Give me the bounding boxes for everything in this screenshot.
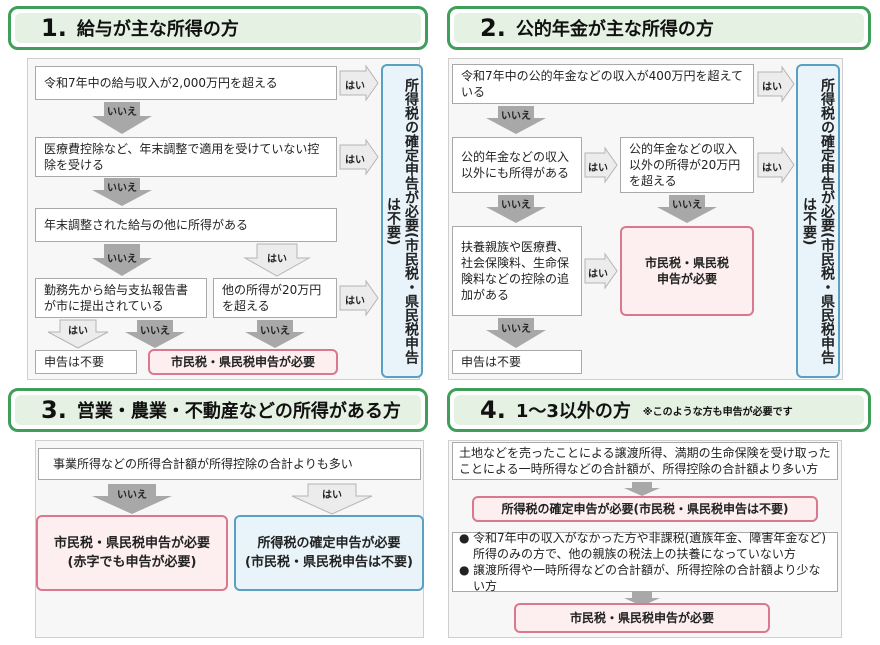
s1-result-none: 申告は不要 <box>35 350 137 374</box>
s1-no-arrow-3 <box>92 244 152 276</box>
s4-bullet-1: ●令和7年中の収入がなかった方や非課税(遺族年金、障害年金など)所得のみの方で、… <box>459 531 827 561</box>
s1-question-2: 医療費控除など、年末調整で適用を受けていない控除を受ける <box>35 137 337 177</box>
s2-result-city: 市民税・県民税申告が必要 <box>620 226 754 316</box>
s3-question-1: 事業所得などの所得合計額が所得控除の合計よりも多い <box>38 448 421 480</box>
s1-no-label-2: いいえ <box>107 183 137 194</box>
section2-title: 公的年金が主な所得の方 <box>515 19 714 40</box>
s2-yes-arrow-2 <box>584 146 618 184</box>
s1-question-3: 年末調整された給与の他に所得がある <box>35 208 337 242</box>
s4-bullets: ●令和7年中の収入がなかった方や非課税(遺族年金、障害年金など)所得のみの方で、… <box>452 531 838 593</box>
s1-yes-arrow-4 <box>47 319 109 349</box>
section2-header: 2. 公的年金が主な所得の方 <box>447 6 871 50</box>
s3-yes-arrow <box>291 483 373 515</box>
s2-no-arrow-4 <box>486 318 546 348</box>
s1-yes-label-1: はい <box>345 81 365 92</box>
section3-number: 3. <box>41 396 67 424</box>
s2-no-label-3: いいえ <box>672 200 702 211</box>
s2-no-label-2: いいえ <box>501 200 531 211</box>
s1-yes-label-4: はい <box>68 326 88 337</box>
s2-question-3: 公的年金などの収入以外の所得が20万円を超える <box>620 137 754 193</box>
s3-no-label: いいえ <box>117 490 147 501</box>
s4-bullet-2: ●譲渡所得や一時所得などの合計額が、所得控除の合計額より少ない方 <box>459 563 821 593</box>
bullet-dot-icon: ● <box>459 563 470 577</box>
s2-yes-arrow-4 <box>584 252 618 290</box>
s2-yes-arrow-1 <box>757 65 795 103</box>
s1-no-label-5: いいえ <box>260 326 290 337</box>
s1-yes-arrow-3 <box>243 243 311 277</box>
section3-header: 3. 営業・農業・不動産などの所得がある方 <box>8 388 428 432</box>
s2-result-none: 申告は不要 <box>452 350 582 374</box>
s1-no-arrow-2 <box>92 178 152 206</box>
s1-yes-label-5: はい <box>345 296 365 307</box>
s3-result-city: 市民税・県民税申告が必要(赤字でも申告が必要) <box>36 515 228 591</box>
s1-yes-label-2: はい <box>345 155 365 166</box>
s1-result-city: 市民税・県民税申告が必要 <box>148 349 338 375</box>
s1-no-arrow-4 <box>125 320 185 348</box>
s1-no-label-4: いいえ <box>140 326 170 337</box>
s3-yes-label: はい <box>322 490 342 501</box>
section1-header: 1. 給与が主な所得の方 <box>8 6 428 50</box>
s1-no-label-3: いいえ <box>107 254 137 265</box>
s2-question-4: 扶養親族や医療費、社会保険料、生命保険料などの控除の追加がある <box>452 226 582 316</box>
s1-question-1: 令和7年中の給与収入が2,000万円を超える <box>35 66 337 100</box>
s2-yes-label-1: はい <box>762 82 782 93</box>
s1-question-4: 勤務先から給与支払報告書が市に提出されている <box>35 278 207 318</box>
s2-no-arrow-2 <box>486 195 546 223</box>
section1-number: 1. <box>41 14 67 42</box>
s2-yes-label-3: はい <box>762 163 782 174</box>
s2-result-income: 所得税の確定申告が必要(市民税・県民税申告は不要) <box>796 64 840 378</box>
s1-question-5: 他の所得が20万円を超える <box>213 278 337 318</box>
s2-no-label-1: いいえ <box>501 111 531 122</box>
s1-no-arrow-5 <box>245 320 305 348</box>
section3-title: 営業・農業・不動産などの所得がある方 <box>76 401 401 422</box>
s4-question-1: 土地などを売ったことによる譲渡所得、満期の生命保険を受け取ったことによる一時所得… <box>452 442 838 480</box>
s3-result-income: 所得税の確定申告が必要(市民税・県民税申告は不要) <box>234 515 424 591</box>
s1-yes-arrow-2 <box>339 138 379 176</box>
s1-yes-arrow-5 <box>339 279 379 317</box>
s2-yes-label-4: はい <box>588 269 608 280</box>
s2-no-arrow-3 <box>657 195 717 223</box>
s1-no-label-1: いいえ <box>107 107 137 118</box>
s4-arrow-1 <box>624 482 660 496</box>
s4-arrow-2 <box>624 592 660 606</box>
section4-number: 4. <box>480 396 506 424</box>
s1-yes-arrow-1 <box>339 64 379 102</box>
s1-result-income: 所得税の確定申告が必要(市民税・県民税申告は不要) <box>381 64 423 378</box>
s3-no-arrow <box>92 484 172 514</box>
section4-header: 4. 1～3以外の方 ※このような方も申告が必要です <box>447 388 871 432</box>
section4-note: ※このような方も申告が必要です <box>642 406 793 418</box>
s1-yes-label-3: はい <box>267 254 287 265</box>
s4-result-income: 所得税の確定申告が必要(市民税・県民税申告は不要) <box>472 496 818 522</box>
s2-question-1: 令和7年中の公的年金などの収入が400万円を超えている <box>452 64 754 104</box>
s1-no-arrow-1 <box>92 102 152 134</box>
s2-yes-arrow-3 <box>757 146 795 184</box>
bullet-dot-icon: ● <box>459 531 470 545</box>
section4-title: 1～3以外の方 <box>515 401 631 422</box>
s4-result-city: 市民税・県民税申告が必要 <box>514 603 770 633</box>
section1-title: 給与が主な所得の方 <box>76 19 239 40</box>
s2-yes-label-2: はい <box>588 163 608 174</box>
section2-number: 2. <box>480 14 506 42</box>
s2-no-label-4: いいえ <box>501 324 531 335</box>
s2-question-2: 公的年金などの収入以外にも所得がある <box>452 137 582 193</box>
s2-no-arrow-1 <box>486 106 546 134</box>
